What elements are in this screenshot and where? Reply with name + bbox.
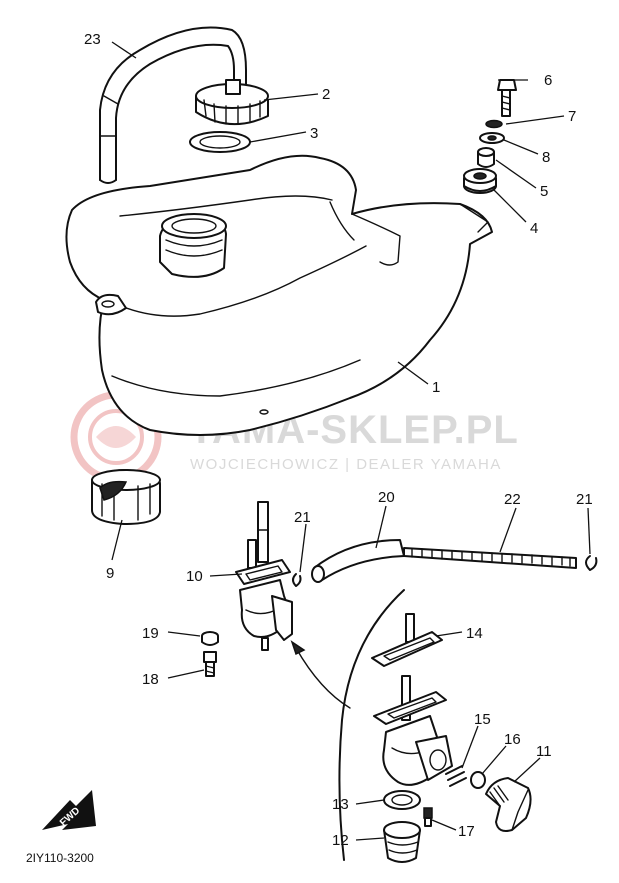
callout-4: 4: [530, 220, 538, 237]
fuel-cock-assembly: [235, 501, 293, 651]
collar-5: [477, 147, 495, 168]
fwd-arrow-icon: FWD: [42, 790, 96, 830]
callout-7: 7: [568, 108, 576, 125]
o-ring-16: [470, 771, 486, 789]
callout-12: 12: [332, 832, 349, 849]
fuel-cap-2: [195, 79, 269, 126]
lever-11: [485, 777, 532, 832]
detail-arrow-line: [295, 647, 351, 709]
callout-1: 1: [432, 379, 440, 396]
callout-3: 3: [310, 125, 318, 142]
callout-9: 9: [106, 565, 114, 582]
callout-21-left: 21: [294, 509, 311, 526]
diagram-code: 2IY110-3200: [26, 851, 94, 865]
callout-8: 8: [542, 149, 550, 166]
washer-8: [479, 132, 505, 144]
watermark-subtitle: WOJCIECHOWICZ | DEALER YAMAHA: [190, 456, 502, 473]
screw-17: [423, 807, 433, 827]
callout-11: 11: [536, 743, 552, 760]
damper-4: [463, 168, 497, 194]
callout-15: 15: [474, 711, 491, 728]
cup-12: [383, 821, 421, 863]
spring-15: [445, 765, 467, 787]
callout-22: 22: [504, 491, 521, 508]
callout-13: 13: [332, 796, 349, 813]
callout-18: 18: [142, 671, 159, 688]
o-ring-13: [383, 790, 421, 810]
callout-14: 14: [466, 625, 483, 642]
callout-23: 23: [84, 31, 101, 48]
gasket-14: [371, 613, 443, 667]
leader-lines: [111, 41, 591, 841]
hose-protector-22: [403, 547, 577, 569]
detail-bracket: [338, 589, 405, 861]
callout-19: 19: [142, 625, 159, 642]
callout-21-right: 21: [576, 491, 593, 508]
washer-19: [201, 631, 219, 646]
callout-16: 16: [504, 731, 521, 748]
cap-gasket-3: [189, 131, 251, 153]
fuel-hose-20: [311, 539, 405, 583]
callout-17: 17: [458, 823, 475, 840]
fuel-tank-1: [65, 154, 493, 436]
vent-hose-23: [99, 26, 247, 184]
screw-18: [203, 651, 217, 677]
callout-10: 10: [186, 568, 203, 585]
clip-21-right: [585, 555, 598, 571]
washer-7: [485, 119, 503, 129]
bolt-6: [497, 79, 517, 117]
clip-21-left: [292, 573, 302, 587]
fuel-cock-detail: [373, 675, 453, 786]
fuel-filter-9: [91, 469, 161, 525]
callout-2: 2: [322, 86, 330, 103]
detail-arrow-head: [290, 640, 306, 656]
callout-20: 20: [378, 489, 395, 506]
callout-5: 5: [540, 183, 548, 200]
callout-6: 6: [544, 72, 552, 89]
